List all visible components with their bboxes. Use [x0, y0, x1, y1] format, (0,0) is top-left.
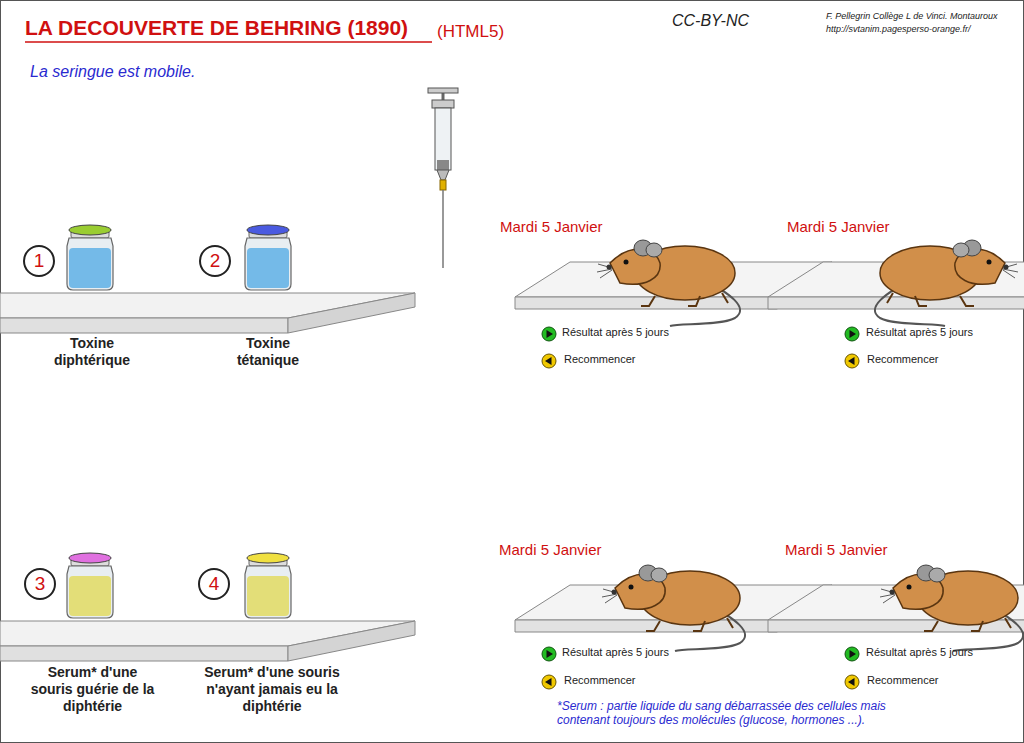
play-button — [542, 327, 556, 341]
bottle — [245, 225, 291, 290]
restart-button — [845, 354, 859, 368]
bottle-label: Toxine tétanique — [213, 335, 323, 369]
website: http://svtanim.pagesperso-orange.fr/ — [826, 24, 971, 35]
bottle-label: Toxine diphtérique — [42, 335, 142, 369]
restart-button — [542, 354, 556, 368]
bottle — [67, 553, 113, 618]
footnote: *Serum : partie liquide du sang débarras… — [557, 699, 937, 728]
title: LA DECOUVERTE DE BEHRING (1890) — [25, 15, 408, 40]
bottle-label: Serum* d'une souris n'ayant jamais eu la… — [192, 664, 352, 714]
syringe — [428, 88, 458, 268]
mouse — [880, 565, 1023, 651]
callout-text: 4 — [209, 573, 220, 595]
callout-number: 3 — [24, 568, 56, 600]
author: F. Pellegrin Collège L de Vinci. Montaur… — [826, 11, 998, 22]
result-button-label: Résultat après 5 jours — [866, 646, 973, 659]
play-button — [845, 327, 859, 341]
license: CC-BY-NC — [672, 11, 749, 30]
play-button — [542, 647, 556, 661]
callout-text: 2 — [210, 250, 221, 272]
bottle — [245, 553, 291, 618]
result-button-label: Résultat après 5 jours — [562, 646, 669, 659]
restart-button — [542, 675, 556, 689]
mouse — [597, 240, 740, 326]
callout-text: 3 — [35, 573, 46, 595]
restart-button-label: Recommencer — [867, 353, 939, 366]
mouse — [602, 565, 745, 651]
shelf — [0, 621, 415, 661]
date: Mardi 5 Janvier — [500, 218, 603, 236]
mouse — [875, 240, 1018, 326]
date: Mardi 5 Janvier — [785, 541, 888, 559]
version-tag: (HTML5) — [437, 22, 504, 42]
result-button-label: Résultat après 5 jours — [562, 326, 669, 339]
callout-text: 1 — [34, 250, 45, 272]
date: Mardi 5 Janvier — [787, 218, 890, 236]
title-underline — [25, 41, 432, 43]
shelf — [0, 293, 415, 333]
callout-number: 4 — [198, 568, 230, 600]
bottle — [67, 225, 113, 290]
instruction: La seringue est mobile. — [30, 62, 195, 81]
callout-number: 1 — [23, 245, 55, 277]
callout-number: 2 — [199, 245, 231, 277]
restart-button-label: Recommencer — [564, 674, 636, 687]
bottle-label: Serum* d'une souris guérie de la diphtér… — [30, 664, 155, 714]
restart-button-label: Recommencer — [564, 353, 636, 366]
restart-button-label: Recommencer — [867, 674, 939, 687]
date: Mardi 5 Janvier — [499, 541, 602, 559]
restart-button — [845, 675, 859, 689]
play-button — [845, 647, 859, 661]
result-button-label: Résultat après 5 jours — [866, 326, 973, 339]
